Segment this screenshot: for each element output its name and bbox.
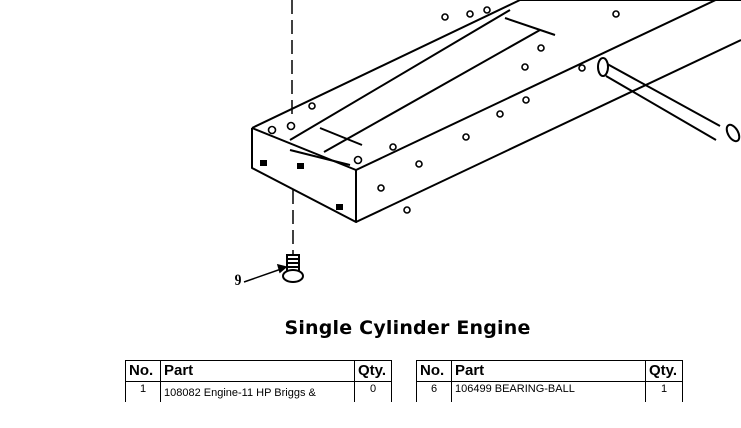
table-header-row: No. Part Qty.	[416, 360, 683, 382]
column-header-qty: Qty.	[354, 360, 392, 382]
cell-qty: 0	[354, 381, 392, 402]
mounting-holes	[267, 6, 620, 214]
table-header-row: No. Part Qty.	[125, 360, 392, 382]
frame-parts-diagram	[243, 0, 741, 283]
leader-lines	[243, 0, 294, 283]
section-title: Single Cylinder Engine	[284, 317, 531, 339]
column-header-no: No.	[125, 360, 161, 382]
cell-qty: 1	[645, 381, 683, 402]
cell-part: 106499 BEARING-BALL	[451, 381, 646, 402]
column-header-part: Part	[160, 360, 355, 382]
callout-number: 9	[234, 272, 242, 289]
frame-outline	[251, 0, 741, 223]
slots	[260, 160, 343, 210]
column-header-part: Part	[451, 360, 646, 382]
cell-part: 108082 Engine-11 HP Briggs &	[160, 381, 355, 402]
parts-table-left: No. Part Qty. 1 108082 Engine-11 HP Brig…	[125, 360, 392, 402]
bolt	[282, 254, 304, 283]
table-row: 1 108082 Engine-11 HP Briggs & 0	[125, 381, 392, 402]
table-row: 6 106499 BEARING-BALL 1	[416, 381, 683, 402]
shaft	[597, 57, 741, 143]
cell-no: 6	[416, 381, 452, 402]
column-header-no: No.	[416, 360, 452, 382]
column-header-qty: Qty.	[645, 360, 683, 382]
cell-no: 1	[125, 381, 161, 402]
parts-table-right: No. Part Qty. 6 106499 BEARING-BALL 1	[416, 360, 683, 402]
